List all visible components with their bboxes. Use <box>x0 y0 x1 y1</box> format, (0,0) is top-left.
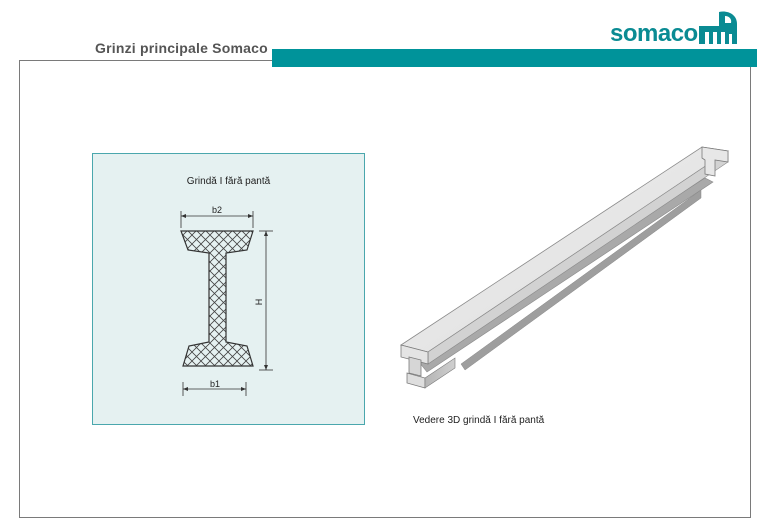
elephant-logo-icon <box>699 11 737 44</box>
header-bar <box>272 49 757 67</box>
page-title: Grinzi principale Somaco <box>95 40 268 56</box>
beam-3d-caption: Vedere 3D grindă I fără pantă <box>413 415 545 426</box>
section-drawing-panel: Grindă I fără pantă b2 b1 H <box>92 153 365 425</box>
section-drawing-title: Grindă I fără pantă <box>186 176 271 187</box>
dim-h-label: H <box>254 299 264 306</box>
beam-3d-view <box>400 146 730 389</box>
dim-b2-label: b2 <box>212 205 222 215</box>
logo-text: somaco <box>610 20 698 47</box>
i-beam-section-drawing: b2 b1 H <box>180 205 273 396</box>
dim-b1-label: b1 <box>210 379 220 389</box>
